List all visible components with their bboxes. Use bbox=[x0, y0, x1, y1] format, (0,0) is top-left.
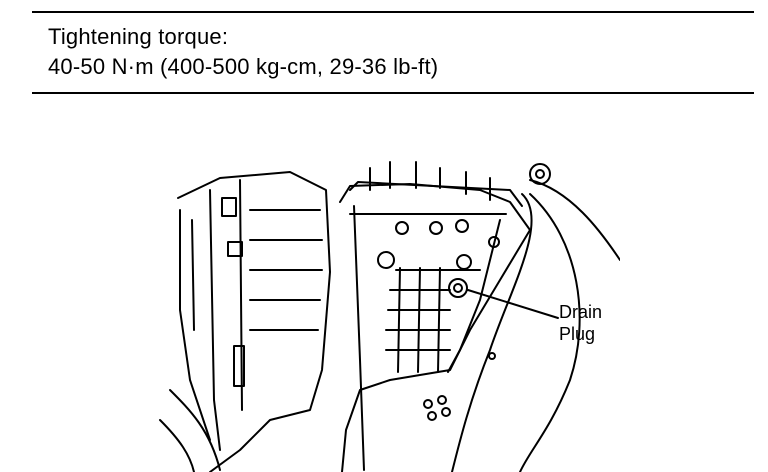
drain-plug-leader bbox=[467, 289, 559, 319]
torque-value: 40-50 N·m (400-500 kg-cm, 29-36 lb-ft) bbox=[48, 54, 439, 79]
transmission-illustration bbox=[159, 161, 620, 472]
left-housing bbox=[177, 171, 331, 472]
callout-line-2: Plug bbox=[559, 324, 596, 344]
callout-line-1: Drain bbox=[559, 302, 603, 322]
torque-heading: Tightening torque: bbox=[48, 24, 229, 49]
top-rule bbox=[32, 11, 754, 13]
bottom-rule bbox=[32, 92, 754, 94]
torque-spec: Tightening torque: 40-50 N·m (400-500 kg… bbox=[48, 22, 438, 82]
drain-plug-callout: Drain Plug bbox=[559, 301, 602, 345]
drain-plug-icon bbox=[448, 278, 468, 298]
transmission-case bbox=[339, 183, 531, 472]
